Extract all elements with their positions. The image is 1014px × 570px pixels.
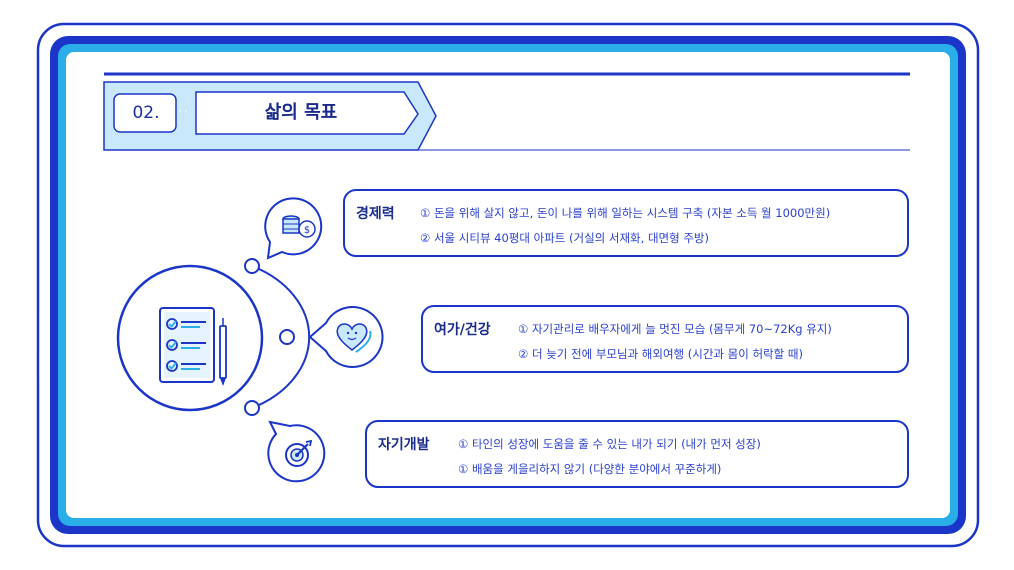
goal-box-growth bbox=[365, 420, 909, 488]
arc-node-middle bbox=[279, 329, 295, 345]
arc-node-top bbox=[244, 258, 260, 274]
checklist-icon bbox=[159, 307, 227, 386]
page-title: 삶의 목표 bbox=[264, 102, 338, 123]
content-panel bbox=[66, 52, 950, 518]
goal-economy-line-2: ② 서울 시티뷰 40평대 아파트 (거실의 서재화, 대면형 주방) bbox=[420, 231, 709, 245]
goal-box-health bbox=[421, 305, 909, 373]
goal-economy-line-1: ① 돈을 위해 살지 않고, 돈이 나를 위해 일하는 시스템 구축 (자본 소… bbox=[420, 206, 831, 220]
section-number: 02. bbox=[132, 103, 160, 123]
goal-health-line-2: ② 더 늦기 전에 부모님과 해외여행 (시간과 몸이 허락할 때) bbox=[518, 347, 803, 361]
goal-growth-line-2: ① 배움을 게을리하지 않기 (다양한 분야에서 꾸준하게) bbox=[458, 462, 722, 476]
arc-node-bottom bbox=[244, 400, 260, 416]
title-box bbox=[195, 91, 419, 135]
category-health: 여가/건강 bbox=[434, 322, 491, 338]
number-box bbox=[113, 93, 177, 133]
goal-health-line-1: ① 자기관리로 배우자에게 늘 멋진 모습 (몸무게 70~72Kg 유지) bbox=[518, 322, 832, 336]
goal-box-economy bbox=[343, 189, 909, 257]
target-icon bbox=[285, 439, 313, 467]
category-growth: 자기개발 bbox=[378, 437, 430, 453]
category-economy: 경제력 bbox=[356, 206, 395, 222]
svg-text:$: $ bbox=[304, 225, 310, 236]
goal-growth-line-1: ① 타인의 성장에 도움을 줄 수 있는 내가 되기 (내가 먼저 성장) bbox=[458, 437, 761, 451]
separator-dots: ·· bbox=[178, 104, 190, 118]
money-icon: $ bbox=[282, 215, 316, 238]
heart-icon bbox=[336, 323, 372, 353]
